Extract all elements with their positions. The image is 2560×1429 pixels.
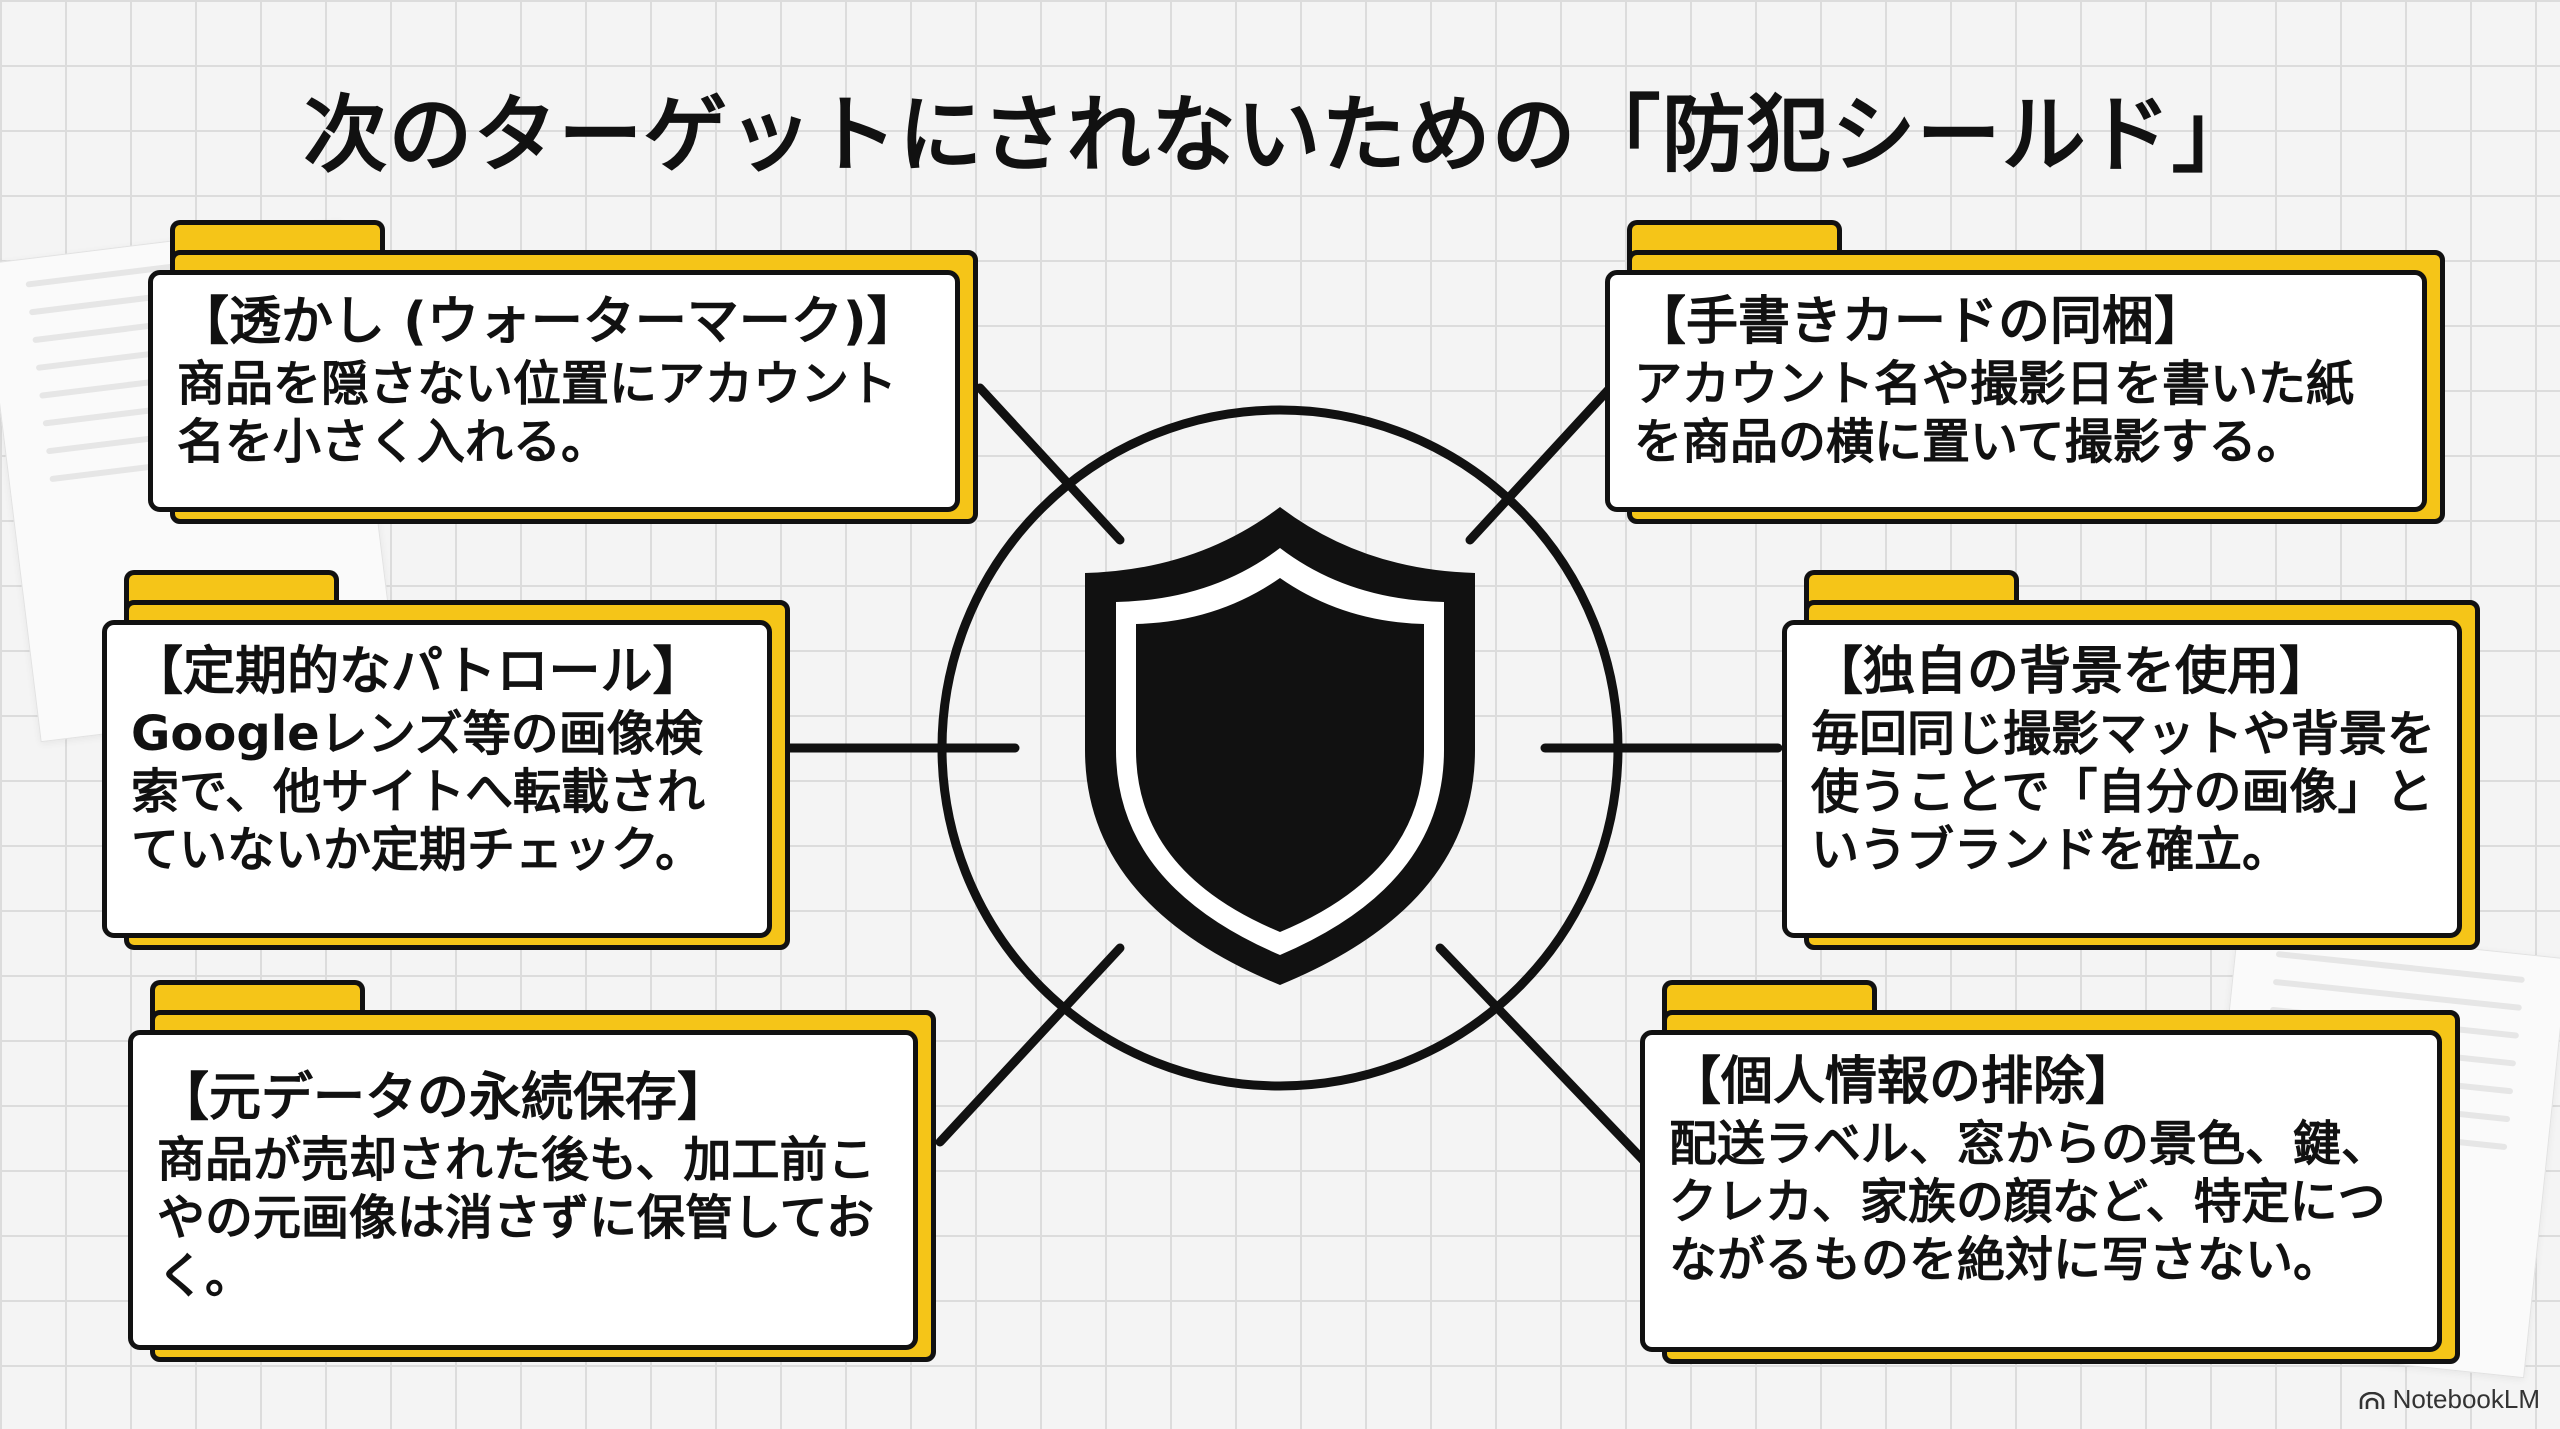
connector-bottom-left	[935, 943, 1125, 1147]
card-title: 【独自の背景を使用】	[1811, 642, 2332, 702]
card-title: 【透かし (ウォーターマーク)】	[177, 292, 919, 352]
card-unique-background: 【独自の背景を使用】 毎回同じ撮影マットや背景を使うことで「自分の画像」というブ…	[1782, 570, 2480, 950]
notebooklm-logo-icon	[2360, 1392, 2385, 1409]
card-panel: 【透かし (ウォーターマーク)】 商品を隠さない位置にアカウント名を小さく入れる…	[148, 270, 960, 512]
card-title: 【元データの永続保存】	[157, 1068, 730, 1128]
card-title: 【個人情報の排除】	[1669, 1052, 2138, 1112]
card-title: 【定期的なパトロール】	[131, 642, 705, 702]
connector-bottom-right	[1435, 943, 1650, 1167]
page-title: 次のターゲットにされないための「防犯シールド」	[303, 86, 2257, 184]
card-panel: 【独自の背景を使用】 毎回同じ撮影マットや背景を使うことで「自分の画像」というブ…	[1782, 620, 2462, 938]
connector-top-left	[975, 383, 1125, 545]
card-body: 配送ラベル、窓からの景色、鍵、クレカ、家族の顔など、特定につながるものを絶対に写…	[1669, 1116, 2390, 1288]
shield-ring	[937, 405, 1623, 1091]
card-body: 毎回同じ撮影マットや背景を使うことで「自分の画像」というブランドを確立。	[1811, 706, 2436, 878]
card-personal-info: 【個人情報の排除】 配送ラベル、窓からの景色、鍵、クレカ、家族の顔など、特定につ…	[1640, 980, 2460, 1364]
shield-icon	[1085, 507, 1475, 985]
card-panel: 【定期的なパトロール】 Googleレンズ等の画像検索で、他サイトへ転載されてい…	[102, 620, 772, 938]
card-panel: 【手書きカードの同梱】 アカウント名や撮影日を書いた紙を商品の横に置いて撮影する…	[1605, 270, 2427, 512]
card-panel: 【元データの永続保存】 商品が売却された後も、加工前こやの元画像は消さずに保管し…	[128, 1030, 918, 1350]
card-patrol: 【定期的なパトロール】 Googleレンズ等の画像検索で、他サイトへ転載されてい…	[102, 570, 790, 950]
card-body: アカウント名や撮影日を書いた紙を商品の横に置いて撮影する。	[1634, 356, 2355, 470]
card-title: 【手書きカードの同梱】	[1634, 292, 2207, 352]
notebooklm-watermark: NotebookLM	[2359, 1384, 2540, 1415]
card-body: 商品が売却された後も、加工前こやの元画像は消さずに保管しておく。	[157, 1132, 876, 1304]
connector-top-right	[1465, 383, 1615, 545]
card-panel: 【個人情報の排除】 配送ラベル、窓からの景色、鍵、クレカ、家族の顔など、特定につ…	[1640, 1030, 2442, 1352]
card-body: 商品を隠さない位置にアカウント名を小さく入れる。	[177, 356, 898, 470]
card-handwritten: 【手書きカードの同梱】 アカウント名や撮影日を書いた紙を商品の横に置いて撮影する…	[1605, 220, 2445, 524]
footer-brand: NotebookLM	[2392, 1384, 2540, 1414]
card-original-data: 【元データの永続保存】 商品が売却された後も、加工前こやの元画像は消さずに保管し…	[128, 980, 936, 1362]
card-watermark: 【透かし (ウォーターマーク)】 商品を隠さない位置にアカウント名を小さく入れる…	[148, 220, 978, 524]
card-body: Googleレンズ等の画像検索で、他サイトへ転載されていないか定期チェック。	[131, 706, 706, 878]
